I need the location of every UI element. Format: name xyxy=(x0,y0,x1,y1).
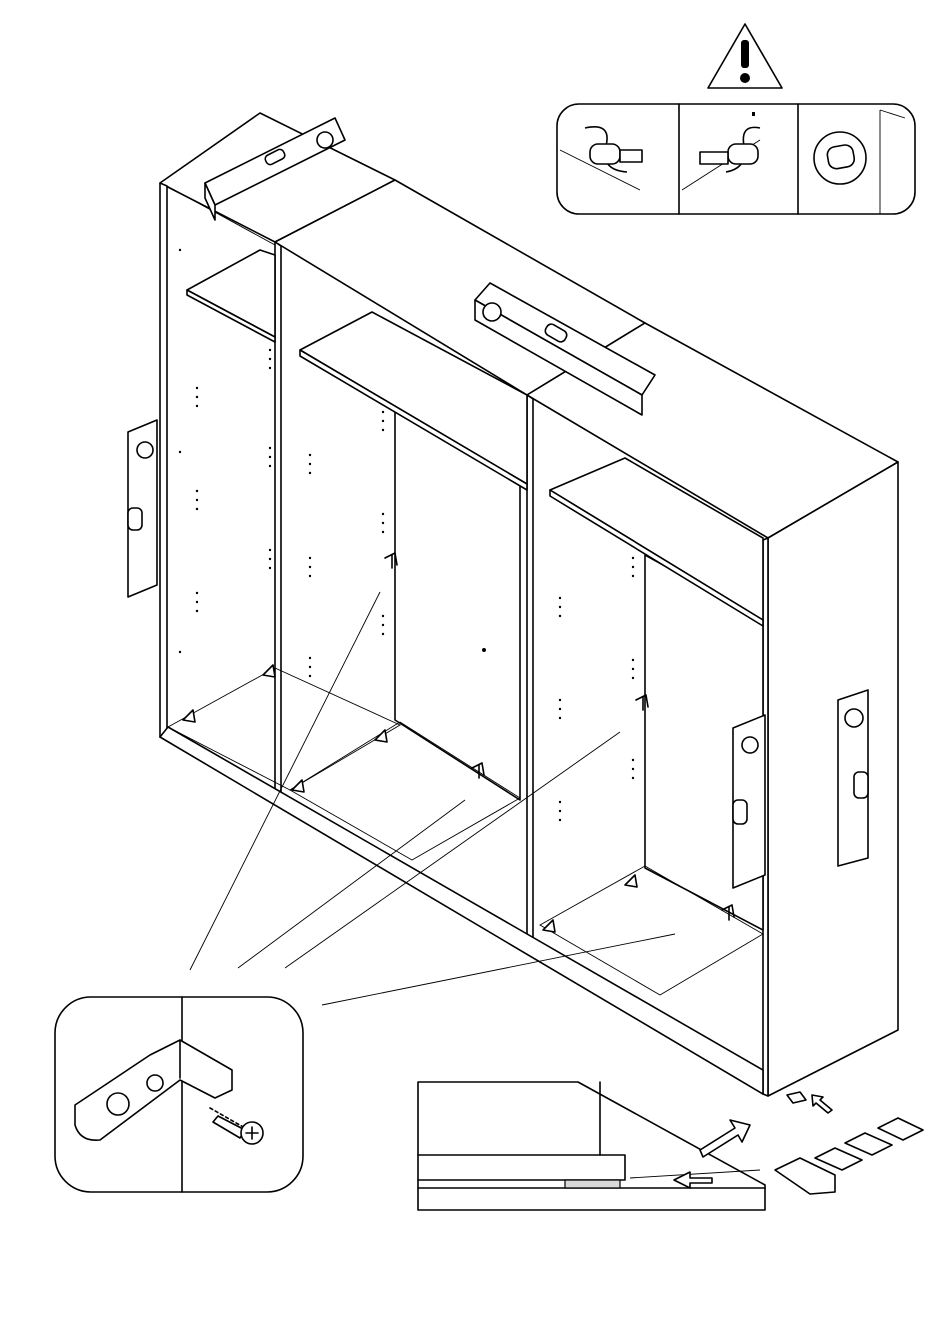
warning-icon xyxy=(708,24,782,88)
arrow-icon xyxy=(812,1095,832,1113)
shim-wedge-icon xyxy=(787,1092,806,1103)
spirit-level-icon xyxy=(733,715,765,888)
shim-wedge-icon xyxy=(878,1118,923,1140)
loose-shims xyxy=(775,1092,923,1194)
arrow-icon xyxy=(700,1120,750,1157)
shim-detail-callout xyxy=(418,1082,765,1210)
shim-wedge-icon xyxy=(815,1148,862,1170)
level-check-callout-panel xyxy=(557,104,915,214)
shim-wedge-icon xyxy=(845,1133,892,1155)
spirit-level-icon xyxy=(838,690,868,866)
spirit-level-icon xyxy=(128,420,157,597)
wardrobe-frame xyxy=(160,113,898,1096)
bracket-detail-callout xyxy=(55,997,303,1192)
